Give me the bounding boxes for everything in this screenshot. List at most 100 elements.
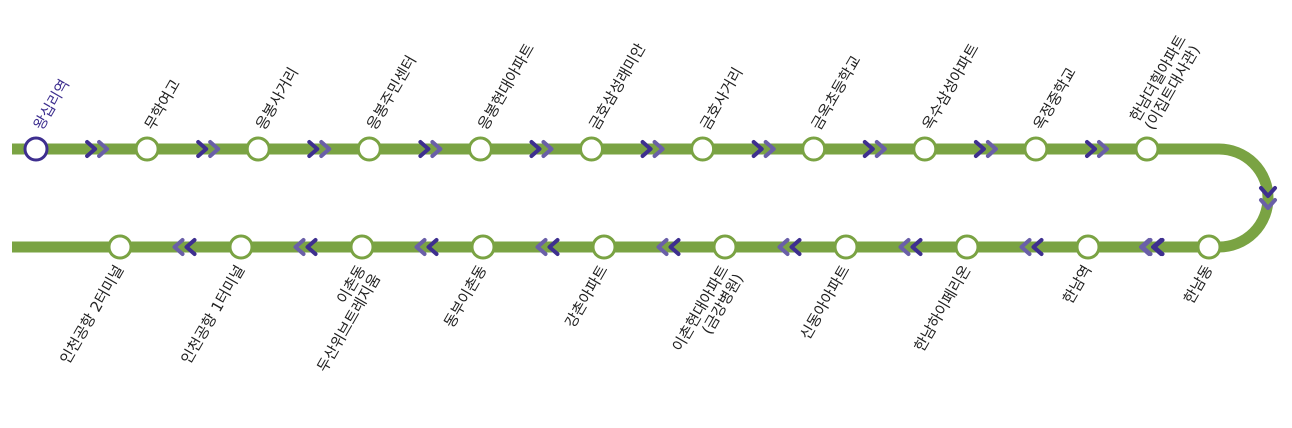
station-label: 응봉주민센터: [363, 52, 420, 133]
direction-arrow-right-icon: [307, 140, 332, 158]
chevron-icon: [763, 140, 776, 158]
chevron-icon: [1085, 140, 1098, 158]
station-marker[interactable]: [712, 234, 738, 260]
station-marker[interactable]: [228, 234, 254, 260]
direction-arrow-right-icon: [196, 140, 221, 158]
chevron-icon: [1019, 238, 1032, 256]
chevron-icon: [898, 238, 911, 256]
station-label: 이촌동두산위브트레지움: [299, 262, 385, 375]
direction-arrow-right-icon: [529, 140, 554, 158]
station-marker[interactable]: [356, 136, 382, 162]
direction-arrow-right-icon: [973, 140, 998, 158]
direction-arrow-right-icon: [1085, 140, 1110, 158]
chevron-icon: [319, 140, 332, 158]
station-label: 금호사거리: [696, 64, 746, 133]
station-marker[interactable]: [833, 234, 859, 260]
station-marker[interactable]: [1134, 136, 1160, 162]
chevron-icon: [529, 140, 542, 158]
station-label: 한남역: [1059, 262, 1095, 307]
chevron-icon: [418, 140, 431, 158]
start-station-marker[interactable]: [23, 136, 49, 162]
station-label: 옥정중학교: [1030, 64, 1080, 133]
chevron-icon: [97, 140, 110, 158]
station-marker[interactable]: [134, 136, 160, 162]
chevron-icon: [874, 140, 887, 158]
chevron-icon: [184, 238, 197, 256]
station-marker[interactable]: [1023, 136, 1049, 162]
chevron-icon: [1259, 198, 1277, 210]
chevron-icon: [656, 238, 669, 256]
station-label: 옥수삼성아파트: [919, 40, 983, 133]
station-marker[interactable]: [107, 234, 133, 260]
station-label: 금옥초등학교: [808, 52, 865, 133]
station-marker[interactable]: [245, 136, 271, 162]
route-line: [12, 143, 1274, 253]
station-marker[interactable]: [690, 136, 716, 162]
station-label: 금호삼성래미안: [585, 40, 649, 133]
direction-arrow-left-icon: [898, 238, 923, 256]
direction-arrow-down-icon: [1259, 186, 1277, 210]
direction-arrow-left-icon: [293, 238, 318, 256]
station-marker[interactable]: [467, 136, 493, 162]
chevron-icon: [1140, 238, 1153, 256]
direction-arrow-left-icon: [172, 238, 197, 256]
station-label: 인천공항 2터미널: [56, 262, 127, 367]
chevron-icon: [973, 140, 986, 158]
station-marker[interactable]: [349, 234, 375, 260]
chevron-icon: [985, 140, 998, 158]
station-marker[interactable]: [801, 136, 827, 162]
chevron-icon: [85, 140, 98, 158]
chevron-icon: [426, 238, 439, 256]
chevron-icon: [414, 238, 427, 256]
chevron-icon: [862, 140, 875, 158]
direction-arrow-left-icon: [414, 238, 439, 256]
direction-arrows: [85, 140, 1277, 256]
chevron-icon: [1031, 238, 1044, 256]
station-marker[interactable]: [954, 234, 980, 260]
station-label: 무학여고: [141, 76, 184, 133]
station-label: 인천공항 1터미널: [177, 262, 248, 367]
station-marker[interactable]: [579, 136, 604, 162]
station-marker[interactable]: [470, 234, 496, 260]
chevron-icon: [777, 238, 790, 256]
direction-arrow-left-icon: [656, 238, 681, 256]
chevron-icon: [789, 238, 802, 256]
station-label: 강촌아파트: [561, 262, 611, 331]
direction-arrow-left-icon: [777, 238, 802, 256]
chevron-icon: [293, 238, 306, 256]
chevron-icon: [652, 140, 665, 158]
station-label: 이촌현대아파트(금강병원): [669, 262, 748, 363]
chevron-icon: [1152, 238, 1165, 256]
station-marker[interactable]: [1075, 234, 1101, 260]
chevron-icon: [196, 140, 209, 158]
chevron-icon: [535, 238, 548, 256]
station-label: 한남더힐아파트(이집트대사관): [1126, 32, 1205, 133]
chevron-icon: [305, 238, 318, 256]
station-label: 왕십리역: [30, 76, 73, 133]
station-marker[interactable]: [591, 234, 617, 260]
direction-arrow-right-icon: [862, 140, 887, 158]
station-label: 한남하이페리온: [911, 262, 975, 355]
chevron-icon: [751, 140, 764, 158]
direction-arrow-left-icon: [535, 238, 560, 256]
chevron-icon: [547, 238, 560, 256]
station-label: 신동아아파트: [796, 262, 853, 343]
station-label: 한남동: [1180, 262, 1216, 307]
station-label: 응봉현대아파트: [474, 40, 538, 133]
station-marker[interactable]: [912, 136, 938, 162]
station-marker[interactable]: [1196, 234, 1222, 260]
chevron-icon: [541, 140, 554, 158]
chevron-icon: [208, 140, 221, 158]
direction-arrow-right-icon: [418, 140, 443, 158]
chevron-icon: [910, 238, 923, 256]
direction-arrow-right-icon: [640, 140, 665, 158]
route-line-path: [12, 143, 1274, 253]
station-label: 동부이촌동: [440, 262, 490, 331]
chevron-icon: [640, 140, 653, 158]
chevron-icon: [430, 140, 443, 158]
station-markers: [23, 136, 1222, 260]
chevron-icon: [172, 238, 185, 256]
direction-arrow-right-icon: [751, 140, 776, 158]
